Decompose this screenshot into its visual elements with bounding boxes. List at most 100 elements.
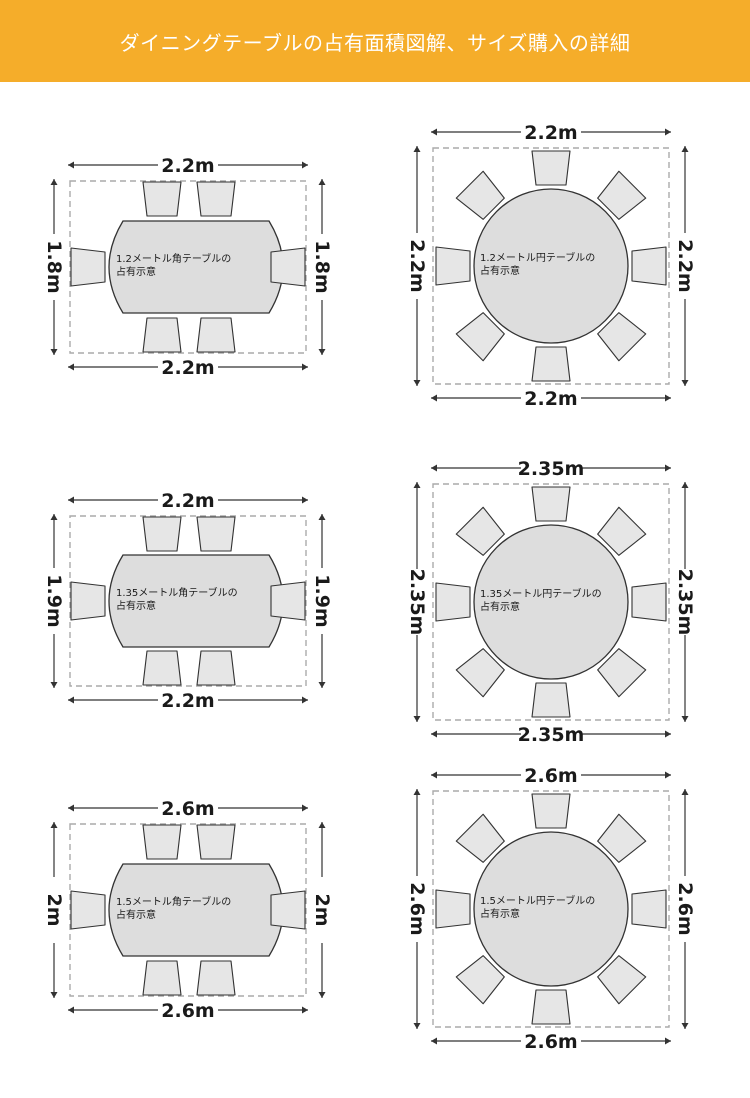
chair xyxy=(142,516,182,552)
chair-seat xyxy=(631,582,667,622)
dimension-top: 2.35m xyxy=(518,458,585,480)
chair-seat xyxy=(196,317,236,353)
table-label: 占有示意 xyxy=(480,600,520,613)
title-banner: ダイニングテーブルの占有面積図解、サイズ購入の詳細 xyxy=(0,0,750,82)
chair xyxy=(531,682,571,718)
arrow-head xyxy=(318,682,326,688)
chair-seat xyxy=(597,813,647,863)
arrow-head xyxy=(68,496,74,504)
chair-seat xyxy=(142,824,182,860)
arrow-head xyxy=(413,716,421,722)
chair-seat xyxy=(435,246,471,286)
rectangular-table xyxy=(108,220,284,314)
chair xyxy=(70,247,106,287)
table-label: 占有示意 xyxy=(116,265,156,278)
dimension-left: 2.35m xyxy=(406,569,428,636)
rectangular-table xyxy=(108,554,284,648)
chair xyxy=(196,317,236,353)
dashed-footprint xyxy=(69,823,307,997)
chair xyxy=(597,813,647,863)
chair xyxy=(455,955,505,1005)
dimension-right: 2.6m xyxy=(674,882,696,935)
chair-seat xyxy=(70,581,106,621)
arrow-head xyxy=(665,730,671,738)
dashed-footprint xyxy=(432,147,670,385)
chair-seat xyxy=(597,955,647,1005)
chair-seat xyxy=(270,247,306,287)
chair-seat xyxy=(597,170,647,220)
chair-seat xyxy=(142,317,182,353)
arrow-head xyxy=(665,771,671,779)
chair-seat xyxy=(196,960,236,996)
dimension-bottom: 2.2m xyxy=(524,388,577,410)
arrow-head xyxy=(318,514,326,520)
arrow-head xyxy=(50,992,58,998)
chair-seat xyxy=(531,793,571,829)
round-table xyxy=(473,524,629,680)
chair xyxy=(531,486,571,522)
arrow-head xyxy=(68,1006,74,1014)
arrow-head xyxy=(68,363,74,371)
chair-seat xyxy=(531,346,571,382)
table-label: 1.5メートル角テーブルの xyxy=(116,895,231,908)
arrow-head xyxy=(68,696,74,704)
arrow-head xyxy=(302,161,308,169)
arrow-head xyxy=(50,514,58,520)
chair xyxy=(142,960,182,996)
dimension-bottom: 2.6m xyxy=(161,1000,214,1022)
dimension-bottom: 2.35m xyxy=(518,724,585,746)
arrow-head xyxy=(68,161,74,169)
dimension-right: 1.9m xyxy=(311,574,333,627)
dimension-left: 2.2m xyxy=(406,239,428,292)
arrow-head xyxy=(681,380,689,386)
dimension-right: 2m xyxy=(311,893,333,926)
arrow-head xyxy=(302,804,308,812)
arrow-head xyxy=(413,380,421,386)
chair xyxy=(270,890,306,930)
arrow-head xyxy=(318,179,326,185)
arrow-head xyxy=(318,992,326,998)
arrow-head xyxy=(681,146,689,152)
chair-seat xyxy=(270,581,306,621)
chair xyxy=(142,181,182,217)
table-label: 1.35メートル円テーブルの xyxy=(480,587,602,600)
dashed-footprint xyxy=(69,515,307,687)
dimension-top: 2.2m xyxy=(161,490,214,512)
dimension-right: 2.2m xyxy=(674,239,696,292)
dimension-left: 2m xyxy=(43,893,65,926)
chair-seat xyxy=(455,955,505,1005)
table-label: 占有示意 xyxy=(116,908,156,921)
chair xyxy=(435,582,471,622)
arrow-head xyxy=(50,179,58,185)
chair xyxy=(270,247,306,287)
chair-seat xyxy=(196,516,236,552)
arrow-head xyxy=(413,789,421,795)
chair-seat xyxy=(196,650,236,686)
dimension-left: 1.9m xyxy=(43,574,65,627)
chair xyxy=(435,246,471,286)
chair-seat xyxy=(435,889,471,929)
arrow-head xyxy=(681,1023,689,1029)
chair xyxy=(142,317,182,353)
dimension-top: 2.6m xyxy=(161,798,214,820)
chair xyxy=(597,506,647,556)
dimension-bottom: 2.2m xyxy=(161,357,214,379)
dimension-bottom: 2.6m xyxy=(524,1031,577,1053)
table-label: 占有示意 xyxy=(480,264,520,277)
chair-seat xyxy=(455,312,505,362)
arrow-head xyxy=(431,1037,437,1045)
chair xyxy=(597,648,647,698)
table-label: 1.5メートル円テーブルの xyxy=(480,894,595,907)
arrow-head xyxy=(302,363,308,371)
chair-seat xyxy=(142,960,182,996)
arrow-head xyxy=(665,1037,671,1045)
arrow-head xyxy=(681,789,689,795)
dimension-right: 1.8m xyxy=(311,240,333,293)
arrow-head xyxy=(681,482,689,488)
table-label: 1.2メートル角テーブルの xyxy=(116,252,231,265)
arrow-head xyxy=(50,349,58,355)
